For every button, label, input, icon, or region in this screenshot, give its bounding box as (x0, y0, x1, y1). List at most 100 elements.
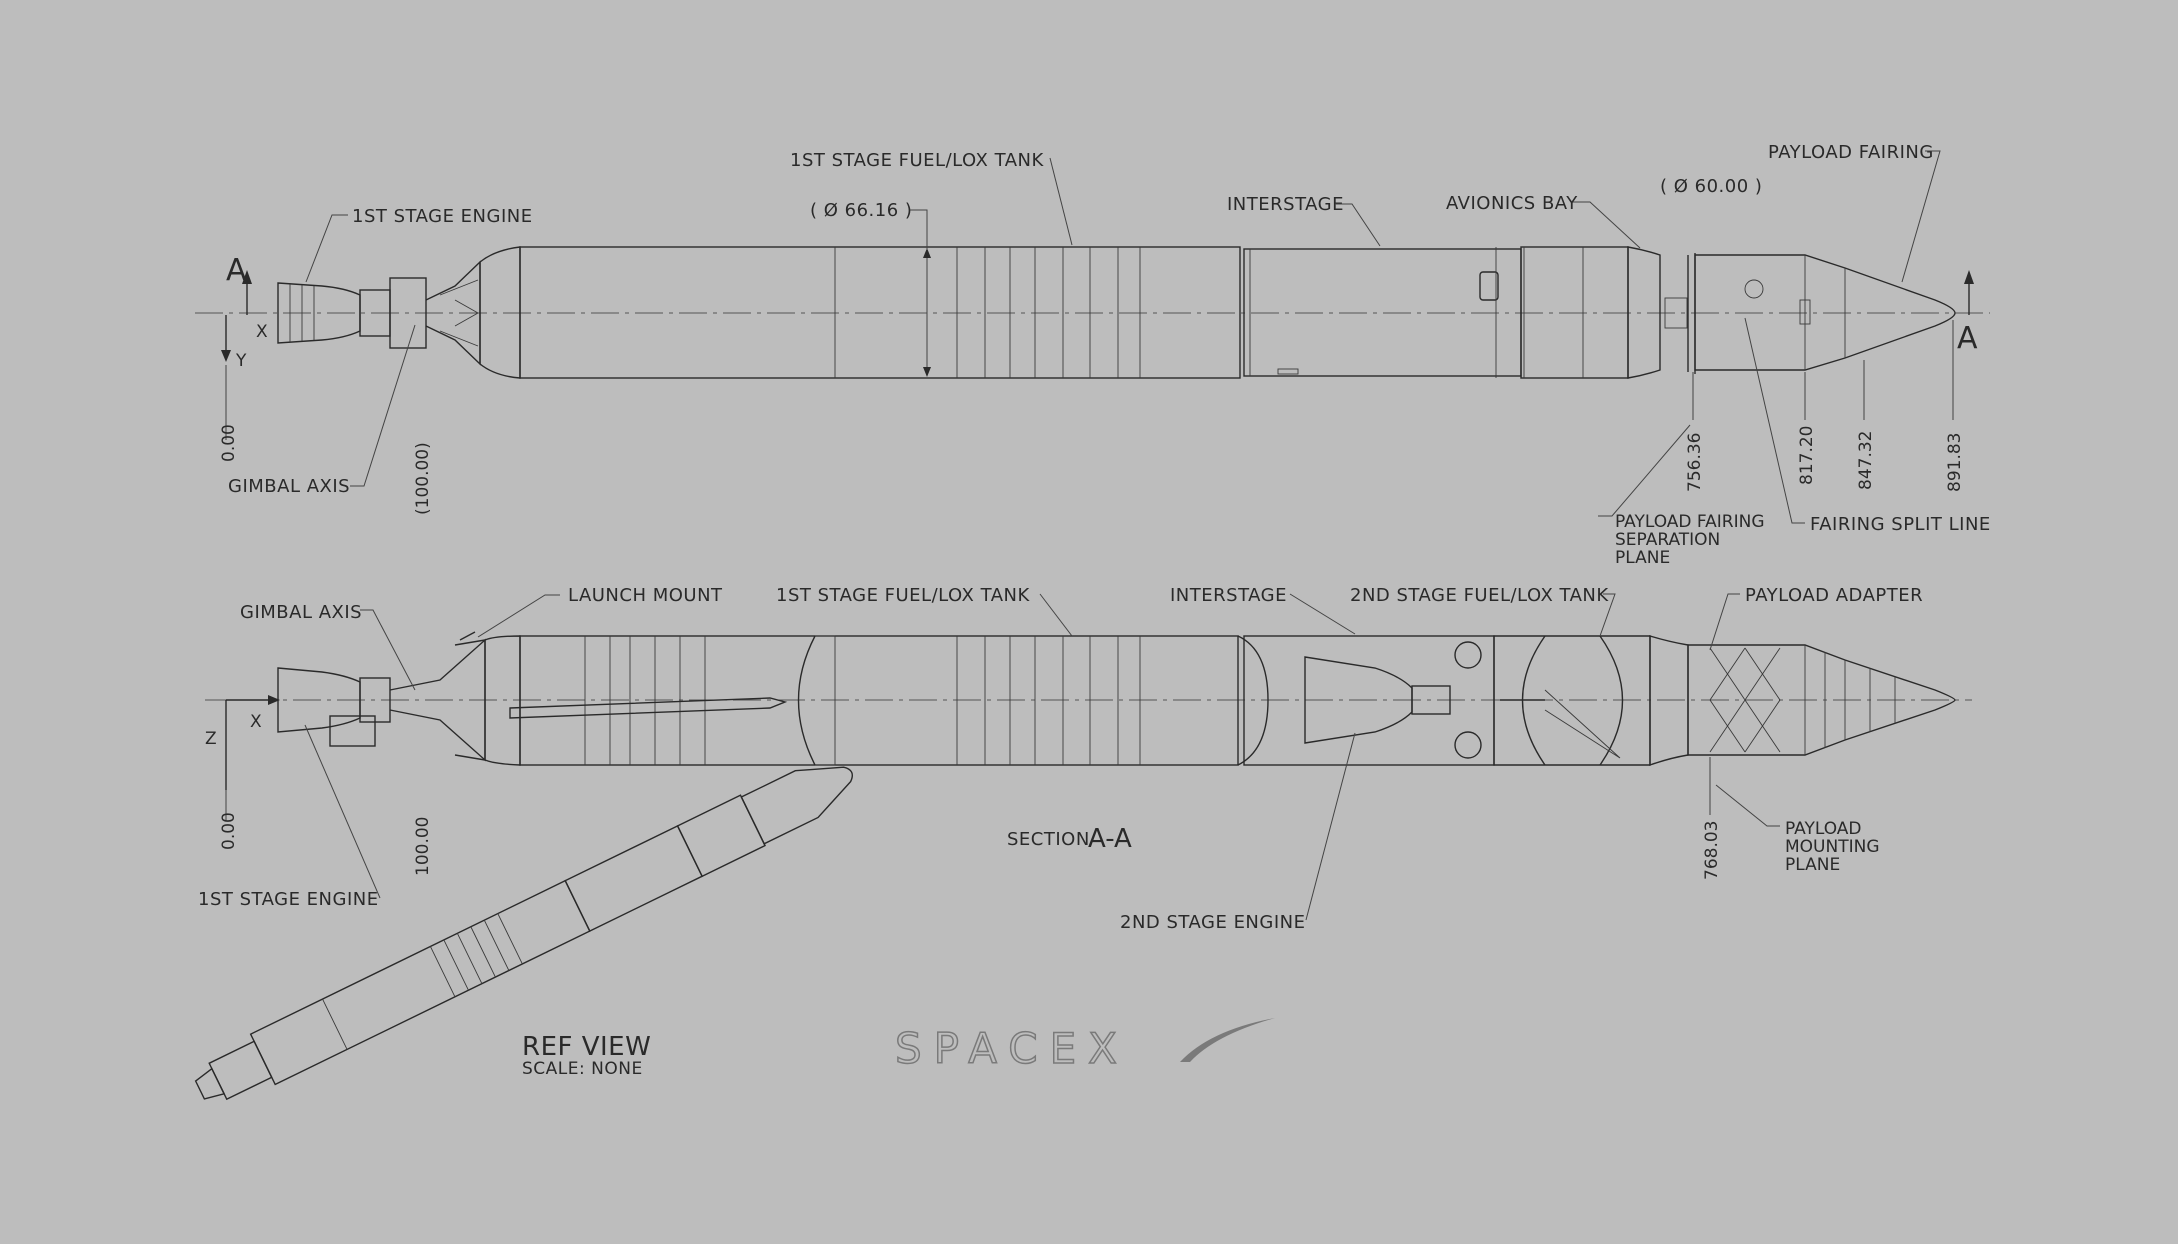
leader-split-line (1744, 317, 1805, 524)
top-view: A A X Y (195, 246, 1990, 379)
axis-y-arrowhead (221, 350, 231, 362)
stage1-tank (519, 246, 1241, 379)
dim-891: 891.83 (1945, 433, 1965, 492)
label-section-name: A-A (1088, 824, 1132, 854)
axis-z-label: Z (205, 729, 217, 749)
label-sec-tank1: 1ST STAGE FUEL/LOX TANK (776, 585, 1030, 606)
leader-launch-mount (477, 594, 560, 638)
stage2-pressurant (1544, 689, 1621, 759)
label-sep-plane-2: SEPARATION (1615, 530, 1720, 550)
label-engine2: 2ND STAGE ENGINE (1120, 912, 1306, 933)
label-sep-plane-1: PAYLOAD FAIRING (1615, 512, 1765, 532)
interstage-panel (1479, 271, 1499, 301)
dim-847: 847.32 (1856, 431, 1876, 490)
dim-top-100: (100.00) (413, 442, 433, 515)
ref-stage2 (676, 794, 766, 878)
dia-arrow-bottom (923, 367, 931, 377)
bulkhead-frame (815, 635, 836, 766)
leader-top-engine (305, 214, 348, 283)
leader-sec-tank1 (1039, 593, 1073, 637)
dia-arrow-top (923, 248, 931, 258)
label-top-fairing: PAYLOAD FAIRING (1768, 142, 1934, 163)
top-view-annotations: 1ST STAGE ENGINE 1ST STAGE FUEL/LOX TANK… (219, 142, 1990, 568)
leader-top-interstage (1335, 203, 1381, 247)
section-view: X Z (205, 631, 1972, 790)
leader-avionics (1573, 201, 1641, 249)
dim-756: 756.36 (1685, 433, 1705, 492)
engine1-nozzle-bands (289, 284, 315, 342)
section-annotations: GIMBAL AXIS LAUNCH MOUNT 1ST STAGE FUEL/… (198, 585, 1923, 933)
label-launch-mount: LAUNCH MOUNT (568, 585, 723, 606)
ref-aft-section (208, 1040, 273, 1101)
interstage-hatch (1277, 368, 1299, 375)
fairing-hatch (1799, 299, 1811, 325)
label-avionics: AVIONICS BAY (1446, 193, 1578, 214)
dim-sec-100: 100.00 (413, 817, 433, 876)
label-top-gimbal: GIMBAL AXIS (228, 476, 350, 497)
dia-stage1: ( Ø 66.16 ) (810, 200, 912, 221)
label-sep-plane-3: PLANE (1615, 548, 1670, 568)
leader-sep-plane (1598, 424, 1691, 517)
interstage-section (1243, 635, 1495, 766)
label-adapter: PAYLOAD ADAPTER (1745, 585, 1923, 606)
leader-sec-interstage (1289, 593, 1356, 635)
leader-adapter (1709, 593, 1740, 651)
avionics-bay (1627, 246, 1661, 379)
thrust-struts (439, 279, 479, 347)
fairing-section-ribs (1804, 645, 1896, 755)
leader-mount (1715, 784, 1780, 827)
avionics-section (1649, 635, 1689, 766)
leader-top-tank (1049, 157, 1073, 246)
tank1-stringers-a (584, 636, 706, 765)
label-sec-engine1: 1ST STAGE ENGINE (198, 889, 379, 910)
engine2-tank-sphere-bottom (1454, 731, 1482, 759)
leader-top-fairing (1901, 150, 1941, 283)
payload-adapter-truss (1709, 647, 1781, 753)
section-arrowhead-right (1964, 270, 1974, 284)
label-tank2: 2ND STAGE FUEL/LOX TANK (1350, 585, 1609, 606)
leader-top-gimbal (350, 324, 416, 487)
engine2-tank-sphere-top (1454, 641, 1482, 669)
stage2-body-top (1520, 246, 1629, 379)
payload-fairing (1694, 254, 1956, 371)
avionics-box (1664, 297, 1688, 329)
engine1-turbopump-section (329, 715, 376, 747)
label-mount-3: PLANE (1785, 855, 1840, 875)
ref-view (194, 766, 853, 1101)
engine2-chamber (1411, 685, 1451, 715)
payload-fairing-section (1687, 644, 1956, 756)
launch-mount-arms (454, 631, 486, 761)
aft-skirt (479, 246, 521, 379)
leader-tank2 (1599, 593, 1616, 637)
section-marker-right: A (1957, 321, 1978, 356)
stage1-tank-section (519, 635, 1239, 766)
axis-x-label: X (256, 322, 268, 342)
tank1-stringers-b (956, 636, 1141, 765)
fairing-port (1744, 279, 1764, 299)
ref-stage1-bands (322, 913, 523, 1050)
axis-x2-label: X (250, 712, 262, 732)
interstage-top (1243, 248, 1522, 377)
dim-768: 768.03 (1702, 821, 1722, 880)
label-sec-gimbal: GIMBAL AXIS (240, 602, 362, 623)
spacex-wordmark: SPACEX (895, 1024, 1129, 1073)
label-section-prefix: SECTION (1007, 829, 1090, 850)
dia-fairing: ( Ø 60.00 ) (1660, 176, 1762, 197)
aft-skirt-section (484, 635, 521, 766)
dim-sec-zero: 0.00 (219, 812, 239, 850)
common-bulkhead (797, 635, 816, 766)
stage2-fwd-dome (1599, 635, 1624, 766)
label-sec-interstage: INTERSTAGE (1170, 585, 1287, 606)
label-top-engine: 1ST STAGE ENGINE (352, 206, 533, 227)
leader-sec-gimbal (360, 609, 416, 691)
leader-sec-engine1 (304, 724, 381, 899)
dim-top-zero: 0.00 (219, 424, 239, 462)
label-top-tank: 1ST STAGE FUEL/LOX TANK (790, 150, 1044, 171)
lox-downcomer (509, 697, 788, 719)
section-arrowhead-left (242, 270, 252, 284)
label-mount-2: MOUNTING (1785, 837, 1880, 857)
section-marker-left: A (226, 253, 247, 288)
leader-dia-stage1 (910, 209, 928, 250)
